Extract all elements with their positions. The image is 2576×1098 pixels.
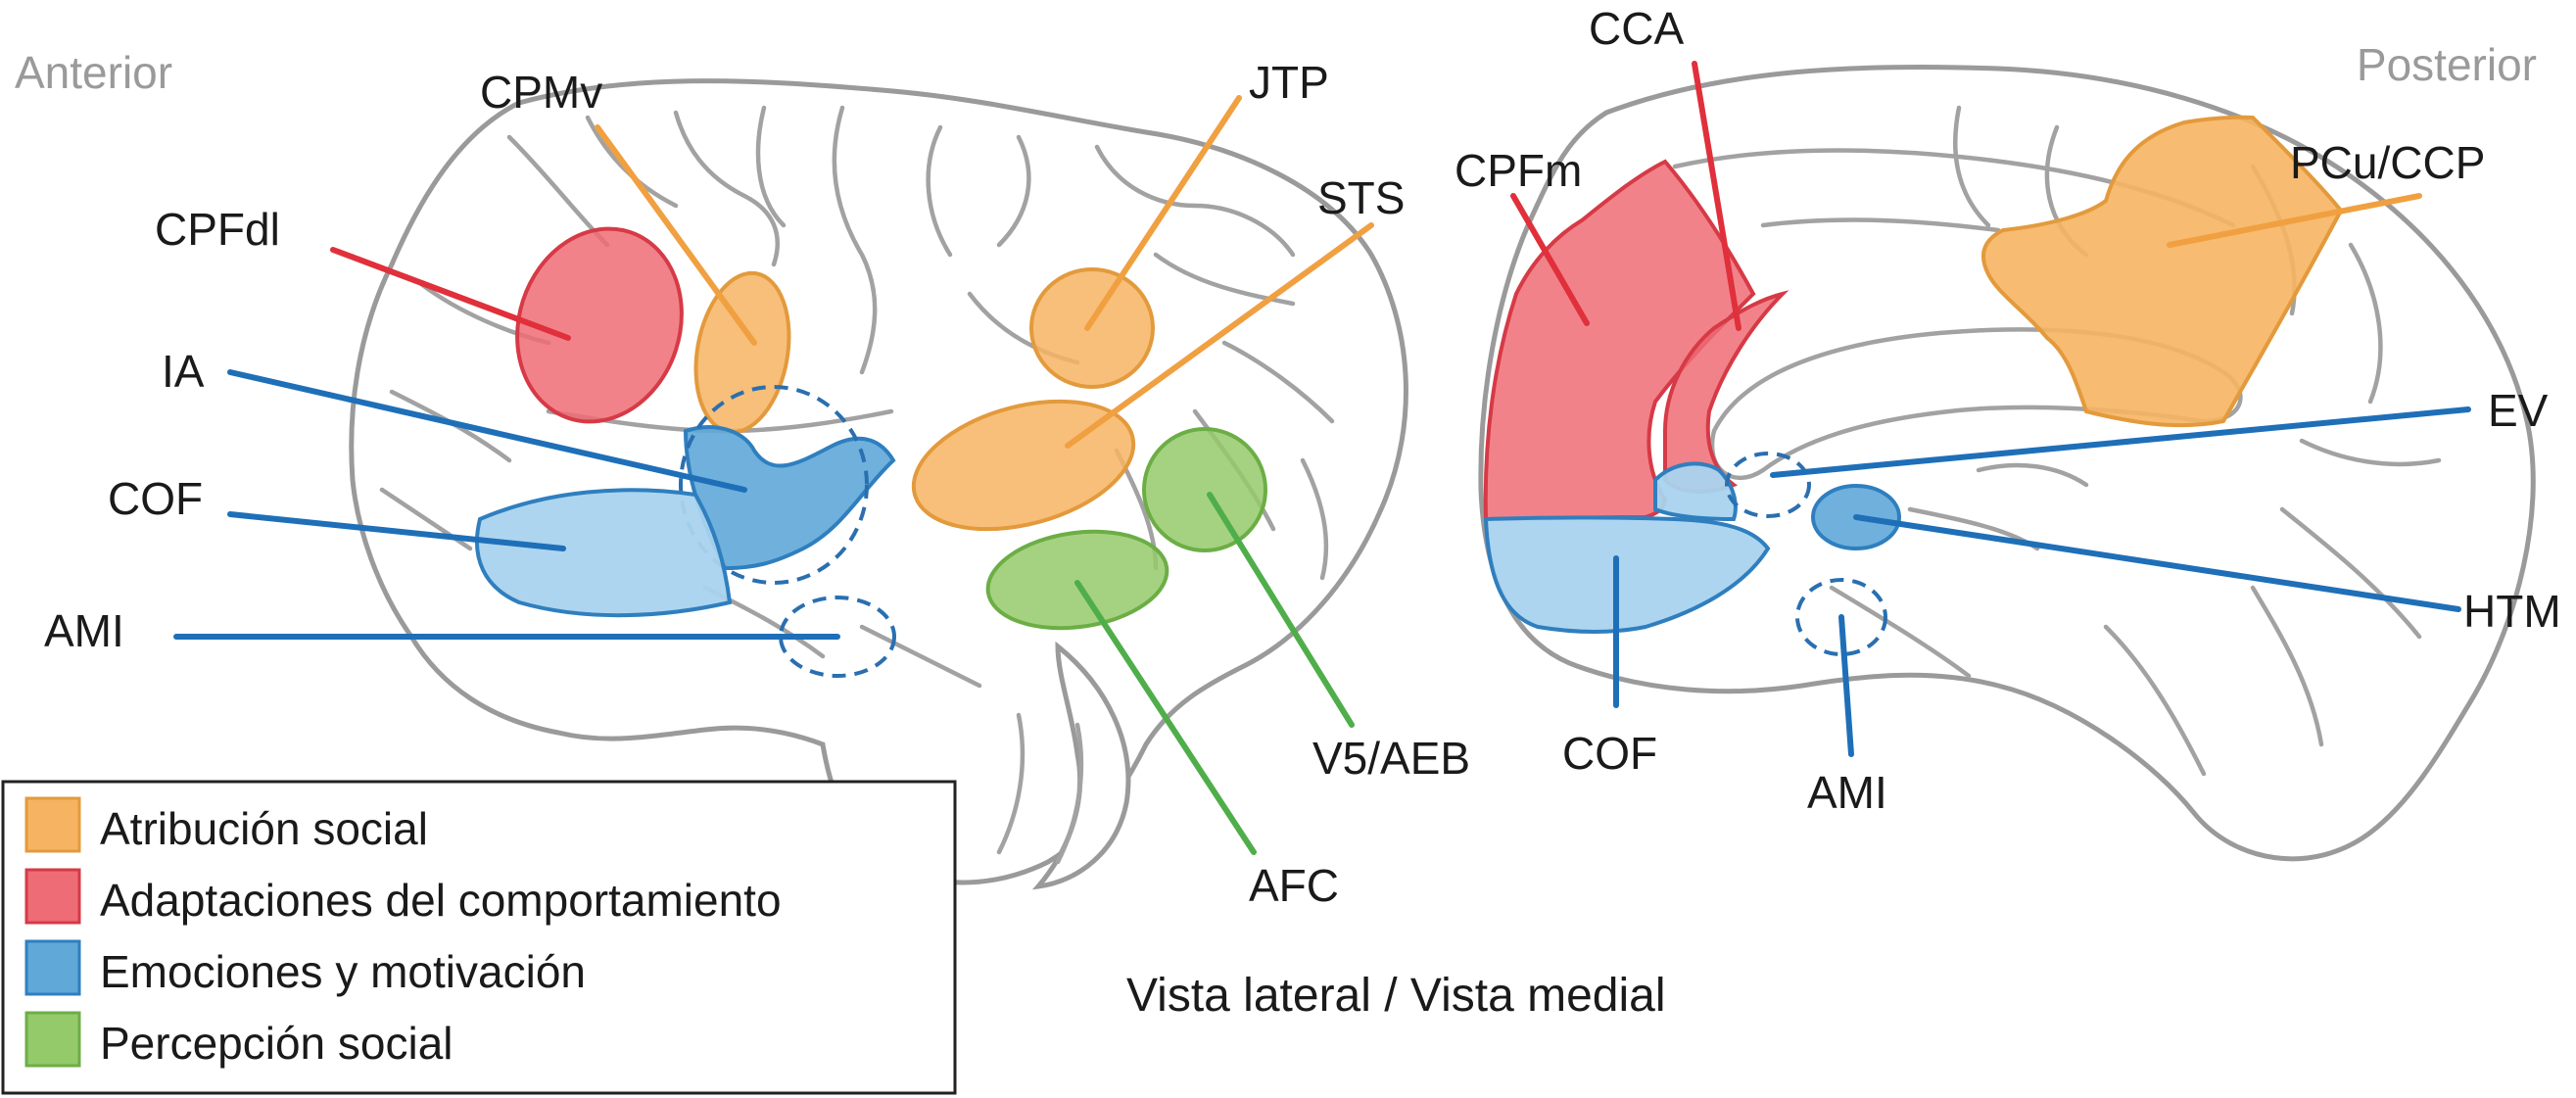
region-cof-medial [1483, 515, 1771, 634]
label-pcu-ccp: PCu/CCP [2290, 137, 2485, 188]
label-cpmv: CPMv [480, 67, 602, 118]
label-cpfdl: CPFdl [155, 204, 280, 255]
leader-htm [1853, 514, 2461, 612]
caption: Vista lateral / Vista medial [1126, 970, 1666, 1022]
legend-item-percepcion: Percepción social [24, 1011, 453, 1069]
leader-cpmv [595, 124, 757, 346]
leader-cpfdl [330, 247, 571, 341]
leader-ia [227, 369, 747, 493]
leader-afc [1074, 580, 1257, 855]
legend: Atribución social Adaptaciones del compo… [1, 780, 957, 1095]
legend-label-adaptaciones: Adaptaciones del comportamiento [100, 875, 782, 926]
region-ev-dashed [1725, 452, 1811, 518]
orientation-posterior: Posterior [2357, 39, 2537, 90]
label-ami-lateral: AMI [44, 605, 124, 656]
legend-item-adaptaciones: Adaptaciones del comportamiento [24, 868, 782, 926]
leader-ev [1770, 406, 2471, 478]
region-ia-dashed [679, 385, 869, 585]
label-ami-medial: AMI [1807, 767, 1887, 818]
label-sts: STS [1317, 172, 1405, 223]
label-ev: EV [2488, 385, 2549, 436]
legend-label-atribucion: Atribución social [100, 803, 428, 854]
label-cca: CCA [1589, 3, 1684, 54]
leader-cpfm [1510, 193, 1590, 326]
orientation-anterior: Anterior [15, 47, 172, 98]
leader-jtp [1084, 95, 1242, 331]
region-cpfdl [515, 226, 684, 424]
label-cpfm: CPFm [1455, 145, 1582, 196]
leader-ami-medial [1838, 614, 1854, 757]
legend-label-percepcion: Percepción social [100, 1018, 453, 1069]
label-cof-lateral: COF [108, 473, 203, 524]
legend-swatch-atribucion [24, 796, 81, 853]
legend-box [1, 780, 957, 1095]
label-htm: HTM [2463, 586, 2561, 637]
labels: Anterior Posterior CPMv CPFdl IA COF AMI… [15, 3, 2561, 1022]
region-jtp [1029, 267, 1155, 389]
region-cof-lateral [474, 488, 733, 618]
region-ami-medial-dashed [1795, 578, 1887, 656]
medial-regions [1483, 115, 2344, 656]
leader-cof-lateral [227, 511, 566, 551]
legend-swatch-adaptaciones [24, 868, 81, 925]
lateral-regions [474, 226, 1267, 678]
legend-swatch-percepcion [24, 1011, 81, 1068]
label-ia: IA [162, 346, 205, 397]
label-cof-medial: COF [1562, 728, 1657, 779]
leader-sts [1065, 222, 1374, 449]
label-afc: AFC [1249, 860, 1339, 911]
medial-leader-lines [1510, 61, 2471, 757]
region-afc [985, 529, 1169, 631]
leader-pcu-ccp [2167, 193, 2422, 248]
lateral-leader-lines [173, 95, 1374, 855]
region-v5aeb [1142, 427, 1267, 552]
label-v5aeb: V5/AEB [1312, 733, 1470, 784]
region-sts [911, 399, 1136, 532]
leader-v5aeb [1207, 492, 1355, 728]
legend-label-emociones: Emociones y motivación [100, 946, 586, 997]
label-jtp: JTP [1249, 57, 1329, 108]
leader-cca [1692, 61, 1741, 331]
region-ami-lateral-dashed [779, 596, 896, 678]
legend-swatch-emociones [24, 939, 81, 996]
legend-item-emociones: Emociones y motivación [24, 939, 586, 997]
legend-item-atribucion: Atribución social [24, 796, 428, 854]
region-pcu-ccp [1981, 115, 2344, 428]
